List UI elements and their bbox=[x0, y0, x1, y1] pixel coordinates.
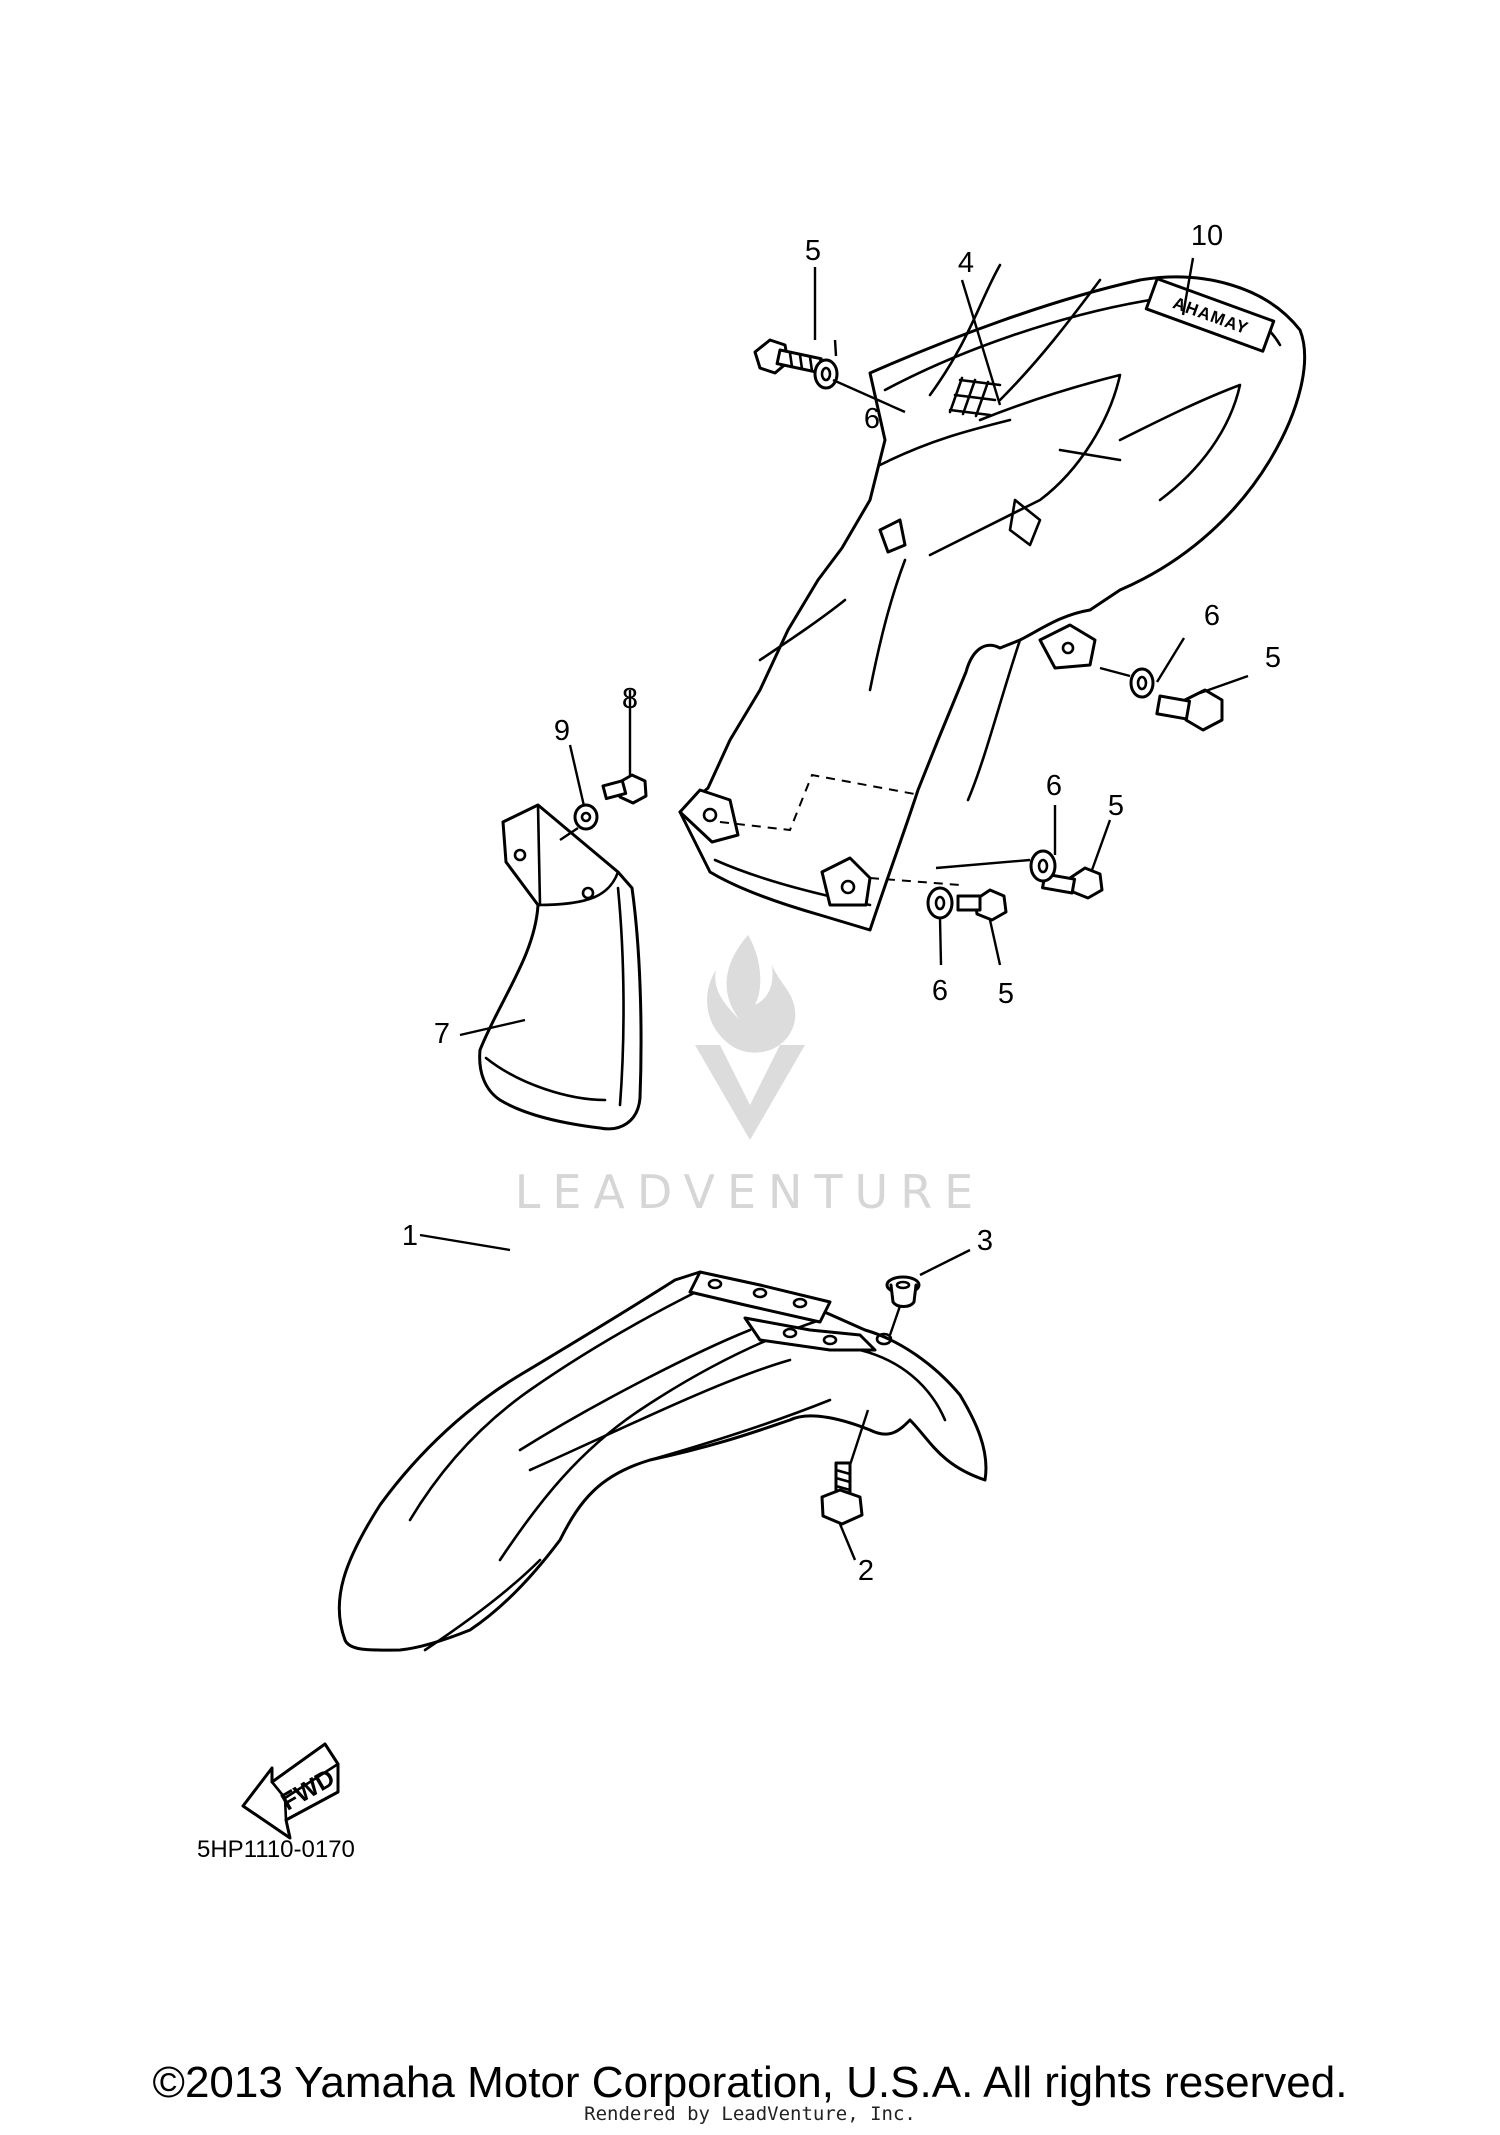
leadventure-flame-icon bbox=[695, 935, 805, 1140]
part-6-collar-d bbox=[926, 886, 954, 920]
callout-9: 9 bbox=[554, 715, 570, 747]
callout-6a: 6 bbox=[864, 403, 880, 435]
callout-6d: 6 bbox=[932, 975, 948, 1007]
copyright-notice: ©2013 Yamaha Motor Corporation, U.S.A. A… bbox=[152, 2058, 1348, 2107]
part-5-bolt-right-upper bbox=[1155, 688, 1224, 732]
part-5-bolt-top-left bbox=[753, 338, 823, 375]
part-3-grommet bbox=[885, 1275, 921, 1308]
callout-7: 7 bbox=[434, 1018, 450, 1050]
callout-1: 1 bbox=[402, 1220, 418, 1252]
callout-4: 4 bbox=[958, 247, 974, 279]
part-1-front-fender bbox=[337, 1270, 988, 1652]
leader-lines bbox=[419, 257, 1249, 1561]
part-9-washer bbox=[573, 803, 599, 831]
callout-6c: 6 bbox=[1046, 770, 1062, 802]
callout-5a: 5 bbox=[805, 235, 821, 267]
rendered-by-note: Rendered by LeadVenture, Inc. bbox=[584, 2103, 916, 2125]
callout-10: 10 bbox=[1191, 220, 1223, 252]
callout-3: 3 bbox=[977, 1225, 993, 1257]
part-6-collar-c bbox=[1029, 849, 1057, 883]
part-6-collar-b bbox=[1129, 667, 1155, 699]
part-5-bolt-bottom bbox=[956, 888, 1008, 922]
part-2-bolt bbox=[820, 1461, 864, 1526]
callout-8: 8 bbox=[622, 683, 638, 715]
part-7-flap bbox=[478, 803, 643, 1131]
part-8-screw bbox=[601, 773, 648, 805]
fwd-arrow-icon: FWD bbox=[241, 1742, 340, 1840]
diagram-code: 5HP1110-0170 bbox=[197, 1836, 355, 1863]
callout-5b: 5 bbox=[1265, 642, 1281, 674]
callout-6b: 6 bbox=[1204, 600, 1220, 632]
callouts: 1 2 3 4 5 5 5 5 6 6 6 6 7 8 9 10 bbox=[402, 220, 1281, 1587]
callout-2: 2 bbox=[858, 1555, 874, 1587]
watermark: LEADVENTURE bbox=[515, 935, 986, 1219]
callout-5c: 5 bbox=[1108, 790, 1124, 822]
part-6-collar-a bbox=[813, 358, 839, 390]
watermark-text: LEADVENTURE bbox=[515, 1165, 986, 1219]
part-4-rear-fender: YAMAHA bbox=[678, 263, 1307, 932]
callout-5d: 5 bbox=[998, 978, 1014, 1010]
